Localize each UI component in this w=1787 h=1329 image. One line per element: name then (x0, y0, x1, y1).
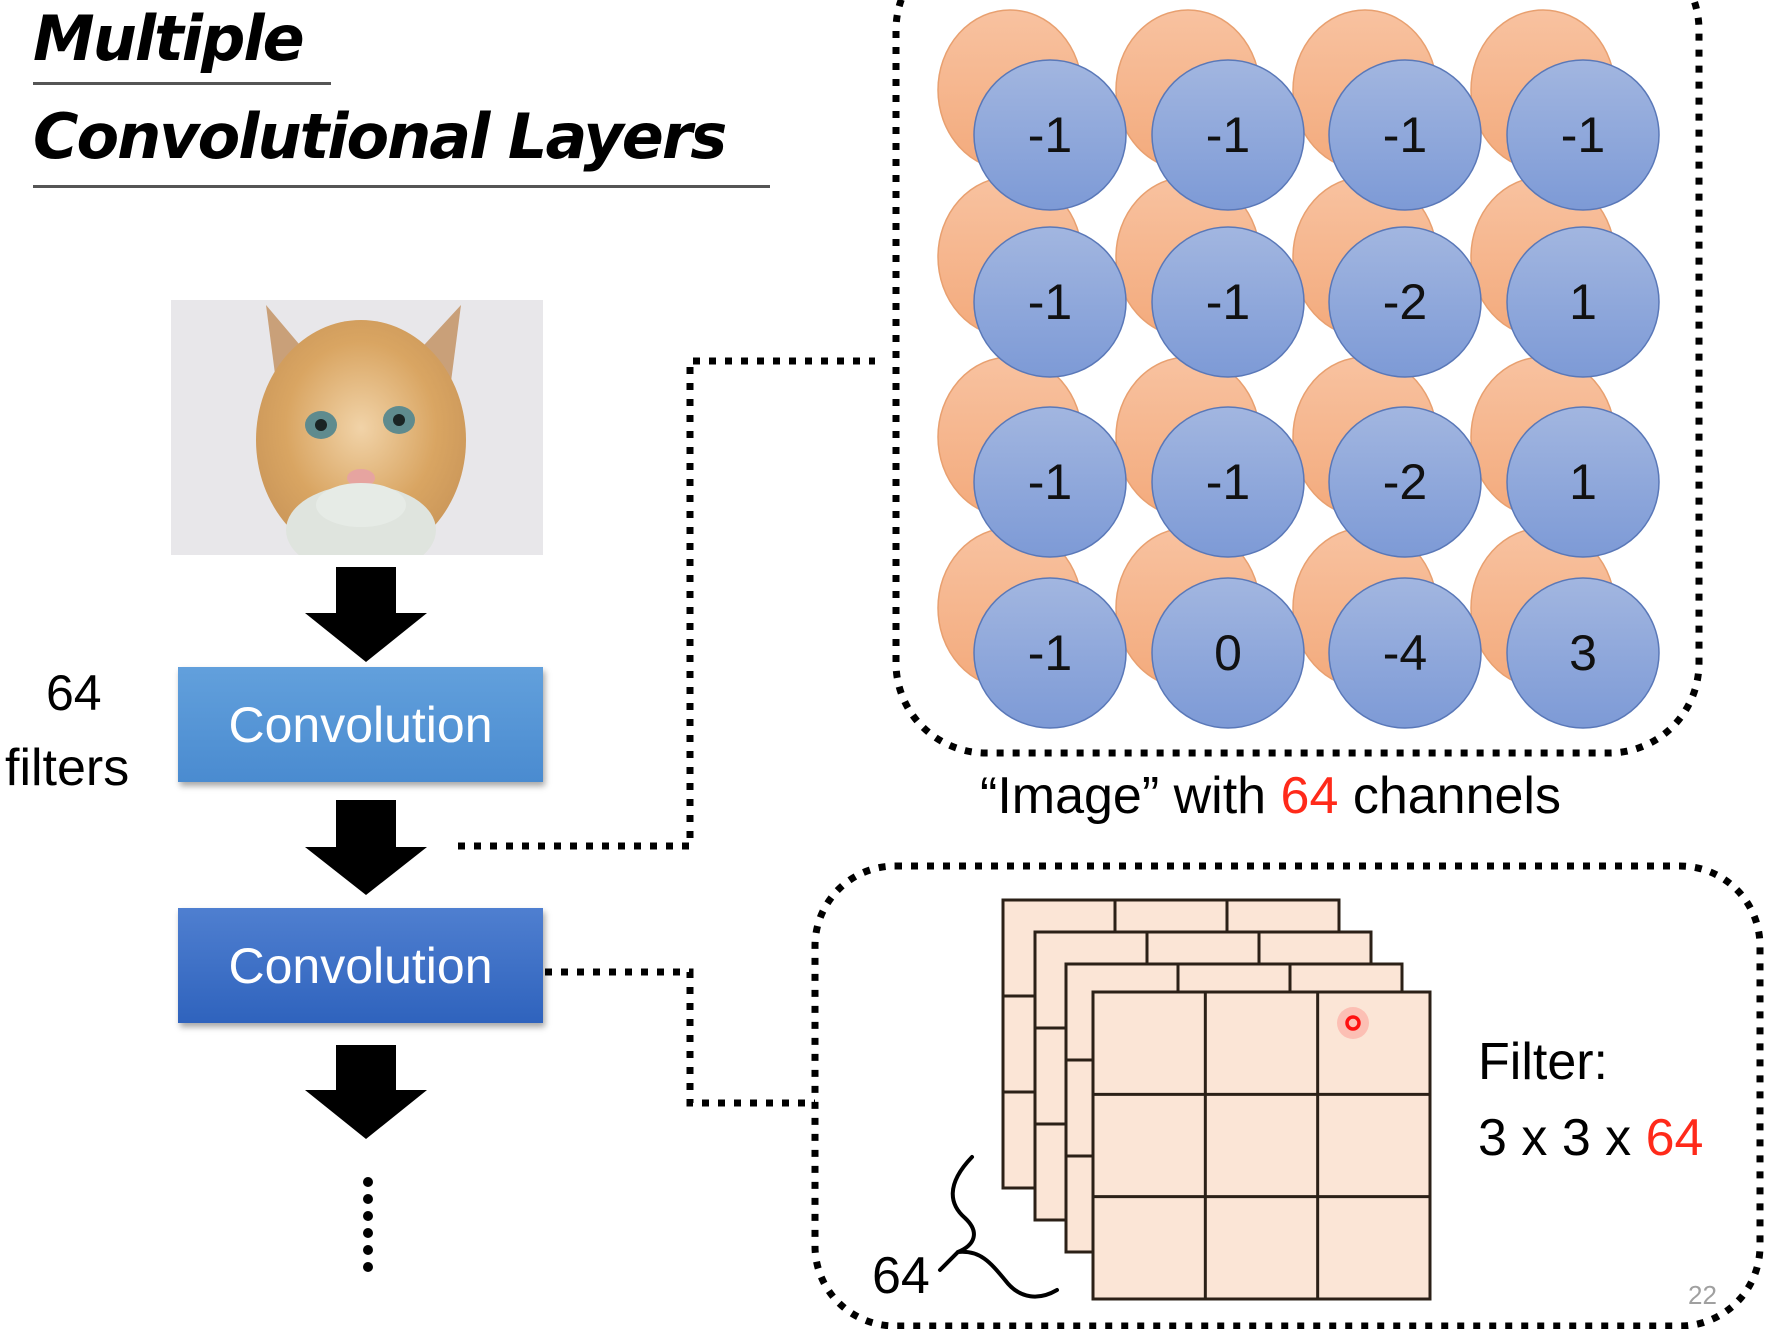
vertical-ellipsis-icon (363, 1177, 373, 1272)
channel-front-circle (1151, 406, 1305, 558)
feature-value: -2 (1383, 454, 1427, 510)
feature-value: -1 (1028, 625, 1072, 681)
title-underline-1 (33, 82, 331, 85)
filter-label: Filter: (1478, 1033, 1608, 1091)
feature-value: -1 (1383, 107, 1427, 163)
feature-cell: -1 (973, 226, 1127, 378)
channel-front-circle (1151, 226, 1305, 378)
title-underline-2 (33, 185, 770, 188)
convolution-layer-2-label: Convolution (228, 937, 493, 994)
feature-value: -1 (1028, 107, 1072, 163)
feature-cell: -1 (1506, 59, 1660, 211)
cat-nose (347, 469, 375, 487)
feature-value: -2 (1383, 274, 1427, 330)
channel-front-circle (1328, 59, 1482, 211)
channel-front-circle (973, 226, 1127, 378)
channel-front-circle (973, 59, 1127, 211)
filter-depth-brace-label: 64 (872, 1247, 930, 1305)
feature-value: -1 (1206, 274, 1250, 330)
caption-suffix: channels (1338, 767, 1561, 825)
pointer-glow (1337, 1007, 1369, 1039)
connector-lower (545, 968, 815, 1107)
down-arrow-2 (305, 800, 427, 895)
caption-channels: 64 (1280, 767, 1339, 825)
filter-depth: 64 (1645, 1109, 1704, 1167)
filters-count: 64 (46, 665, 102, 721)
filter-slice (1091, 990, 1432, 1301)
caption-prefix: “Image” with (980, 767, 1281, 825)
feature-value: 1 (1569, 454, 1597, 510)
cat-head (256, 320, 466, 555)
feature-value: 3 (1569, 625, 1597, 681)
channel-front-circle (1506, 226, 1660, 378)
channel-front-circle (1506, 406, 1660, 558)
feature-value: -1 (1028, 274, 1072, 330)
feature-value: -1 (1206, 107, 1250, 163)
channel-front-circle (973, 406, 1127, 558)
title-line-1: Multiple (33, 2, 305, 75)
down-arrow-1 (305, 567, 427, 662)
filter-frame (811, 862, 1764, 1329)
feature-value: -4 (1383, 625, 1427, 681)
page-number: 22 (1688, 1280, 1717, 1310)
feature-cell: -1 (973, 59, 1127, 211)
feature-value: 1 (1569, 274, 1597, 330)
convolution-layer-1[interactable]: Convolution (178, 667, 543, 782)
channel-front-circle (1151, 577, 1305, 729)
channel-front-circle (1506, 577, 1660, 729)
feature-cell: -1 (973, 577, 1127, 729)
feature-cell: -2 (1328, 226, 1482, 378)
feature-cell: -1 (1151, 406, 1305, 558)
title-line-2: Convolutional Layers (33, 100, 727, 173)
feature-value: -1 (1206, 454, 1250, 510)
channel-front-circle (1328, 226, 1482, 378)
cat-input-image (171, 300, 543, 555)
channel-front-circle (973, 577, 1127, 729)
feature-cell: -2 (1328, 406, 1482, 558)
feature-cell: -1 (1151, 226, 1305, 378)
connector-upper (458, 357, 875, 850)
filter-dimensions: 3 x 3 x 64 (1478, 1108, 1703, 1168)
feature-value: -1 (1561, 107, 1605, 163)
feature-value: 0 (1214, 625, 1242, 681)
channel-front-circle (1151, 59, 1305, 211)
feature-cell: 3 (1506, 577, 1660, 729)
channel-front-circle (1328, 406, 1482, 558)
feature-map-caption: “Image” with 64 channels (980, 766, 1561, 826)
channel-front-circle (1506, 59, 1660, 211)
convolution-layer-2[interactable]: Convolution (178, 908, 543, 1023)
feature-cell: 0 (1151, 577, 1305, 729)
cat-illustration (256, 305, 466, 555)
filter-dimensions-prefix: 3 x 3 x (1478, 1109, 1646, 1167)
feature-cell: -1 (973, 406, 1127, 558)
laser-pointer-icon (1345, 1015, 1361, 1031)
feature-cell: 1 (1506, 406, 1660, 558)
channel-front-circle (1328, 577, 1482, 729)
feature-value: -1 (1028, 454, 1072, 510)
feature-cell: -4 (1328, 577, 1482, 729)
down-arrow-3 (305, 1045, 427, 1139)
convolution-layer-1-label: Convolution (228, 696, 493, 753)
feature-cell: 1 (1506, 226, 1660, 378)
curly-brace-icon (938, 1155, 1059, 1299)
feature-cell: -1 (1151, 59, 1305, 211)
filters-label: filters (5, 739, 130, 797)
feature-cell: -1 (1328, 59, 1482, 211)
